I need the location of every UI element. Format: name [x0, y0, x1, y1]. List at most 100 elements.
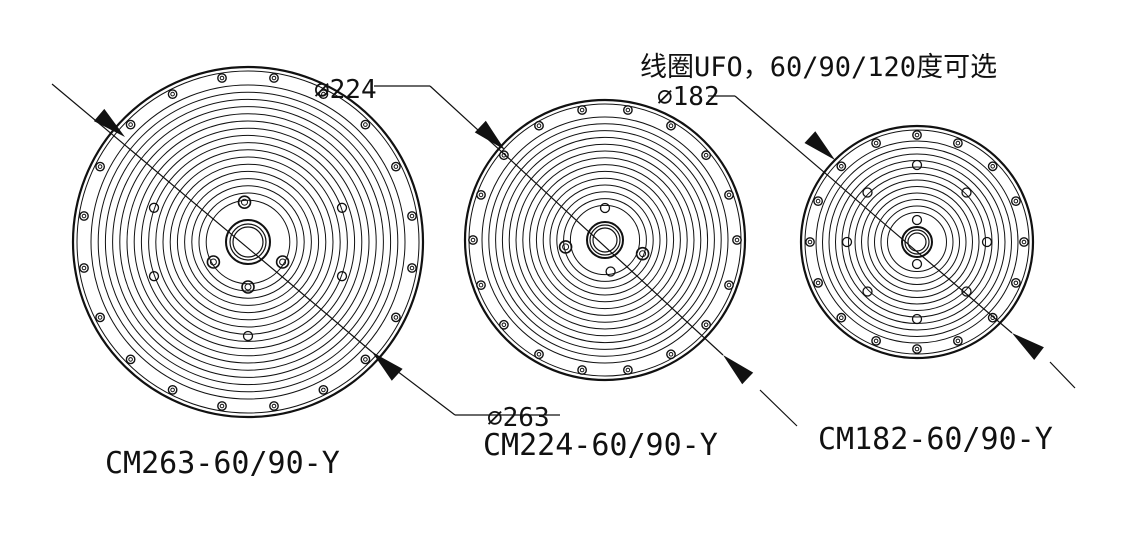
bolt-hole-core — [363, 357, 368, 362]
coil-ring — [104, 98, 392, 386]
bolt-hole — [217, 73, 227, 83]
bolt-hole — [476, 280, 486, 290]
bolt-hole-core — [955, 338, 961, 344]
bolt-hole — [125, 119, 136, 130]
coil-ring — [184, 178, 312, 306]
inner-hole — [148, 271, 160, 282]
bolt-hole — [498, 319, 509, 330]
bolt-hole-core — [81, 265, 87, 271]
disc-cm224 — [463, 98, 747, 382]
bolt-hole — [390, 312, 401, 323]
inner-hole — [605, 266, 616, 277]
model-label-cm263: CM263-60/90-Y — [105, 446, 340, 481]
inner-hole — [862, 187, 873, 198]
bolt-hole — [318, 384, 329, 395]
center-hub — [901, 226, 933, 258]
bolt-hole-core — [873, 338, 879, 344]
bolt-hole-core — [807, 239, 813, 245]
mount-screw — [241, 280, 255, 294]
disc-cm182 — [799, 124, 1035, 360]
bolt-hole — [269, 73, 279, 83]
coil-ring — [155, 149, 341, 335]
dim-tail-cm224 — [759, 389, 798, 427]
bolt-hole — [125, 354, 136, 365]
inner-hole — [242, 330, 254, 342]
coil-ring — [835, 160, 999, 324]
coil-ring — [861, 186, 973, 298]
bolt-hole-core — [579, 367, 585, 373]
dim-arrow-cm263-bottom — [372, 352, 403, 381]
bolt-hole-core — [668, 352, 674, 357]
coil-option-note: 线圈UFO，60/90/120度可选 — [640, 52, 997, 83]
bolt-hole — [987, 161, 998, 172]
outer-rim-inner — [804, 129, 1030, 355]
mount-screw-core — [244, 283, 252, 291]
bolt-hole — [217, 401, 227, 411]
bolt-hole-core — [1021, 239, 1027, 245]
coil-ring — [112, 106, 384, 378]
center-hub — [232, 226, 264, 258]
bolt-hole-core — [873, 140, 879, 146]
bolt-hole-core — [478, 282, 484, 288]
coil-ring — [90, 84, 406, 400]
coil-ring — [522, 157, 688, 323]
bolt-hole-core — [914, 132, 920, 138]
bolt-hole — [871, 335, 881, 346]
bolt-hole — [666, 349, 676, 360]
bolt-hole — [79, 211, 89, 221]
inner-hole — [599, 202, 611, 214]
bolt-hole — [476, 189, 486, 200]
coil-ring — [535, 170, 675, 310]
bolt-hole — [724, 280, 734, 290]
bolt-hole — [912, 344, 922, 354]
bolt-hole — [953, 138, 963, 149]
diameter-label-cm263: ⌀263 — [487, 403, 550, 433]
dim-arrow-cm182-bottom — [1012, 333, 1044, 360]
bolt-hole — [836, 312, 847, 323]
bolt-hole-core — [536, 352, 542, 357]
coil-ring — [148, 142, 348, 342]
bolt-hole — [407, 211, 417, 221]
bolt-hole-core — [579, 107, 585, 113]
bolt-hole — [701, 319, 711, 330]
bolt-hole — [813, 196, 823, 207]
coil-ring — [867, 192, 967, 292]
mount-screw-core — [209, 258, 217, 266]
inner-hole — [841, 236, 853, 248]
bolt-hole-core — [536, 123, 542, 128]
bolt-hole-core — [1013, 198, 1019, 204]
bolt-hole-core — [839, 315, 844, 321]
dim-arrow-cm224-top — [474, 120, 505, 150]
bolt-hole — [577, 105, 587, 115]
discs-layer — [71, 65, 1035, 419]
outer-rim — [799, 124, 1035, 360]
bolt-hole-core — [1013, 280, 1019, 286]
bolt-hole — [95, 312, 106, 323]
dim-tail-cm182 — [1049, 361, 1076, 389]
coil-ring — [822, 147, 1012, 337]
coil-ring — [176, 170, 320, 314]
bolt-hole — [498, 150, 509, 161]
bolt-hole-core — [170, 91, 175, 97]
coil-ring — [97, 91, 399, 393]
coil-ring — [515, 150, 695, 330]
inner-hole — [911, 258, 923, 270]
mount-screw — [275, 255, 290, 269]
bolt-hole — [577, 365, 587, 375]
bolt-hole-core — [815, 198, 821, 204]
inner-hole — [961, 187, 972, 198]
dim-line-cm182 — [734, 95, 1013, 334]
mount-screw-core — [639, 250, 647, 258]
bolt-hole-core — [97, 164, 103, 169]
bolt-hole — [912, 130, 922, 140]
coil-ring — [563, 198, 647, 282]
coil-ring — [501, 136, 709, 344]
mount-screw — [237, 195, 252, 209]
inner-hole — [911, 313, 923, 325]
coil-ring — [119, 113, 377, 371]
mount-screw-core — [241, 198, 248, 206]
bolt-hole — [623, 365, 633, 375]
bolt-hole — [360, 119, 371, 130]
bolt-hole-core — [625, 367, 631, 373]
center-hub — [586, 221, 624, 259]
